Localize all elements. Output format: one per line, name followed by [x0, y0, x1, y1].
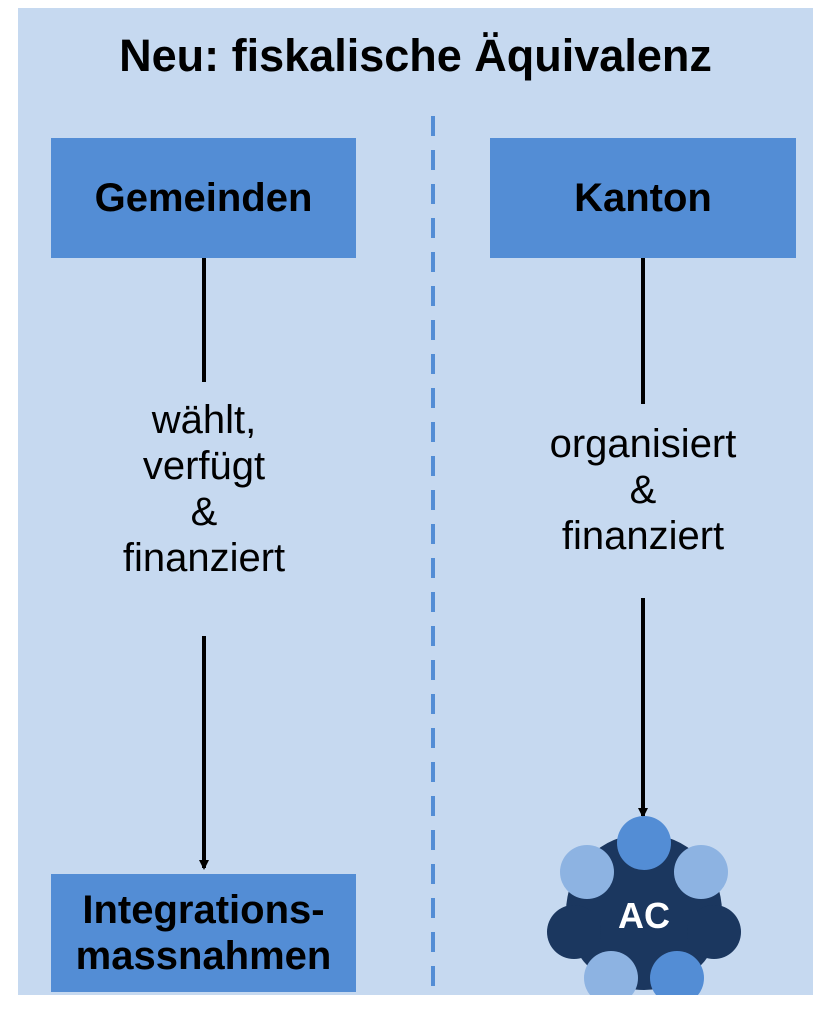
ac-label: AC: [618, 895, 670, 936]
diagram-title: Neu: fiskalische Äquivalenz: [119, 30, 712, 81]
label-line-2: &: [629, 468, 657, 512]
diagram-canvas: Neu: fiskalische Äquivalenz Gemeinden Ka…: [18, 8, 813, 995]
connector-lines: [199, 116, 648, 993]
ac-node-upper-right: [674, 845, 728, 899]
label-line-1: organisiert: [549, 422, 737, 466]
label-line-3: finanziert: [561, 514, 725, 558]
box-line-1: Integrations-: [82, 888, 325, 932]
box-line-2: massnahmen: [75, 934, 332, 978]
ac-node-left: [547, 905, 601, 959]
label-line-4: finanziert: [122, 536, 286, 580]
ac-node-top: [617, 816, 671, 870]
ac-node-right: [687, 905, 741, 959]
left-connector-label: wählt, verfügt & finanziert: [78, 397, 330, 581]
kanton-box: Kanton: [490, 138, 796, 258]
label-line-2: verfügt: [142, 444, 266, 488]
ac-node-lower-left: [584, 951, 638, 995]
gemeinden-box: Gemeinden: [51, 138, 356, 258]
ac-network-icon: [547, 816, 741, 995]
integrationsmassnahmen-box: Integrations- massnahmen: [51, 874, 356, 992]
label-line-3: &: [190, 490, 218, 534]
right-connector-label: organisiert & finanziert: [493, 421, 793, 559]
ac-node-upper-left: [560, 845, 614, 899]
ac-node-lower-right: [650, 951, 704, 995]
label-line-1: wählt,: [151, 398, 257, 442]
